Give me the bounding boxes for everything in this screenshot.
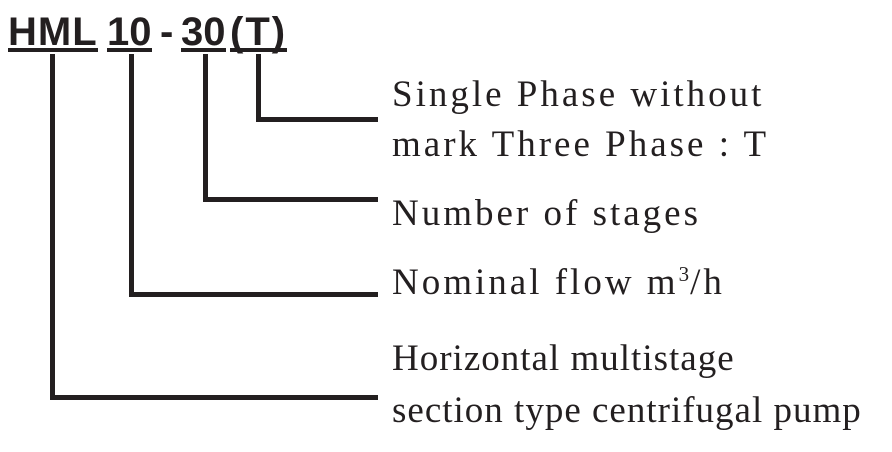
- model-series-code: HML: [8, 10, 98, 54]
- callout-flow: Nominal flow m3/h: [392, 258, 725, 308]
- callout-flow-superscript: 3: [678, 262, 691, 286]
- model-code-separator: -: [160, 10, 174, 54]
- callout-series-line1: Horizontal multistage: [392, 338, 735, 379]
- callout-series-line2: section type centrifugal pump: [392, 390, 862, 431]
- connector-line-stages: [203, 54, 378, 202]
- callout-phase: Single Phase without mark Three Phase : …: [392, 70, 769, 170]
- model-stages-code: 30: [181, 10, 226, 54]
- model-phase-code: (T): [230, 10, 288, 54]
- model-flow-code: 10: [107, 10, 152, 54]
- connector-line-phase: [256, 54, 378, 122]
- callout-stages: Number of stages: [392, 189, 701, 239]
- callout-stages-line1: Number of stages: [392, 193, 701, 234]
- callout-series: Horizontal multistage section type centr…: [392, 333, 862, 437]
- callout-phase-line1: Single Phase without: [392, 74, 765, 115]
- model-code: HML 10 - 30 (T): [0, 0, 892, 60]
- callout-flow-text: Nominal flow m: [392, 262, 679, 303]
- callout-phase-line2: mark Three Phase : T: [392, 124, 770, 165]
- callout-flow-unit: /h: [690, 262, 725, 303]
- connector-line-series: [50, 54, 378, 400]
- connector-line-flow: [129, 54, 378, 297]
